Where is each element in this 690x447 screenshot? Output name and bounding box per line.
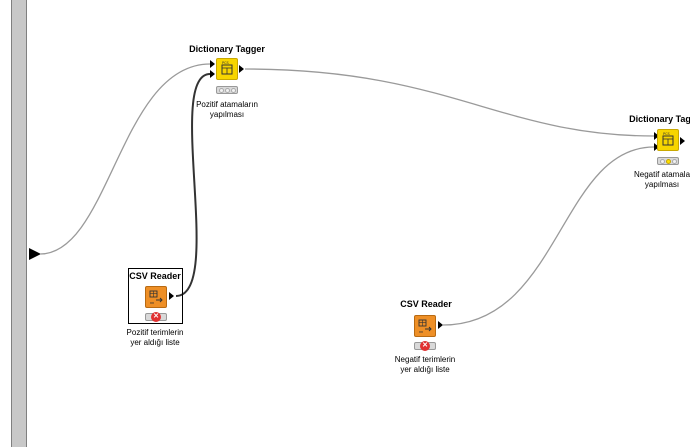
connection-tagger1-to-tagger2[interactable] bbox=[244, 68, 655, 137]
connection-reader2-to-tagger2[interactable] bbox=[442, 146, 655, 326]
error-icon: ✕ bbox=[420, 341, 430, 351]
node-label-line2: yapılması bbox=[209, 110, 245, 119]
output-port[interactable] bbox=[169, 292, 174, 300]
svg-text:PCS: PCS bbox=[663, 132, 671, 136]
status-dot-red bbox=[659, 158, 665, 164]
status-traffic-light bbox=[216, 86, 238, 94]
output-port[interactable] bbox=[239, 65, 244, 73]
metanode-input-panel[interactable] bbox=[11, 0, 27, 447]
output-port[interactable] bbox=[438, 321, 443, 329]
status-dot-red bbox=[218, 87, 224, 93]
status-dot-green bbox=[230, 87, 236, 93]
metanode-input-bar bbox=[0, 0, 28, 447]
node-label[interactable]: Negatif terimlerin yer aldığı liste bbox=[395, 355, 455, 375]
node-label-line2: yer aldığı liste bbox=[400, 365, 450, 374]
csv-reader-icon[interactable] bbox=[145, 286, 167, 308]
node-title: Dictionary Tagger bbox=[189, 44, 265, 54]
node-label-line1: Pozitif terimlerin bbox=[126, 328, 184, 337]
status-dot-yellow bbox=[665, 158, 671, 164]
input-port-2[interactable] bbox=[654, 143, 659, 151]
node-label[interactable]: Pozitif terimlerin yer aldığı liste bbox=[127, 328, 184, 348]
metanode-input-port[interactable] bbox=[29, 248, 41, 260]
node-label[interactable]: Pozitif atamaların yapılması bbox=[196, 100, 258, 120]
connection-reader1-to-tagger1[interactable] bbox=[175, 73, 211, 297]
node-label-line2: yer aldığı liste bbox=[130, 338, 180, 347]
connection-input-to-tagger1[interactable] bbox=[39, 63, 211, 255]
output-port[interactable] bbox=[680, 137, 685, 145]
error-icon: ✕ bbox=[151, 312, 161, 322]
node-title: Dictionary Tag bbox=[629, 114, 690, 124]
status-traffic-light bbox=[657, 157, 679, 165]
input-port-1[interactable] bbox=[210, 60, 215, 68]
svg-text:PCS: PCS bbox=[222, 61, 230, 65]
node-title: CSV Reader bbox=[400, 299, 452, 309]
tagger-icon[interactable]: PCS bbox=[216, 58, 238, 80]
status-dot-green bbox=[671, 158, 677, 164]
node-label-line1: Negatif atamala bbox=[633, 170, 690, 179]
selection-box bbox=[128, 268, 183, 324]
input-port-2[interactable] bbox=[210, 70, 215, 78]
node-label-line2: yapılması bbox=[644, 180, 680, 189]
status-dot-yellow bbox=[224, 87, 230, 93]
node-label-line1: Pozitif atamaların bbox=[196, 100, 258, 109]
csv-reader-icon[interactable] bbox=[414, 315, 436, 337]
input-port-1[interactable] bbox=[654, 132, 659, 140]
node-label-line1: Negatif terimlerin bbox=[394, 355, 456, 364]
node-label[interactable]: Negatif atamala yapılması bbox=[634, 170, 690, 190]
node-title: CSV Reader bbox=[129, 271, 181, 281]
tagger-icon[interactable]: PCS bbox=[657, 129, 679, 151]
